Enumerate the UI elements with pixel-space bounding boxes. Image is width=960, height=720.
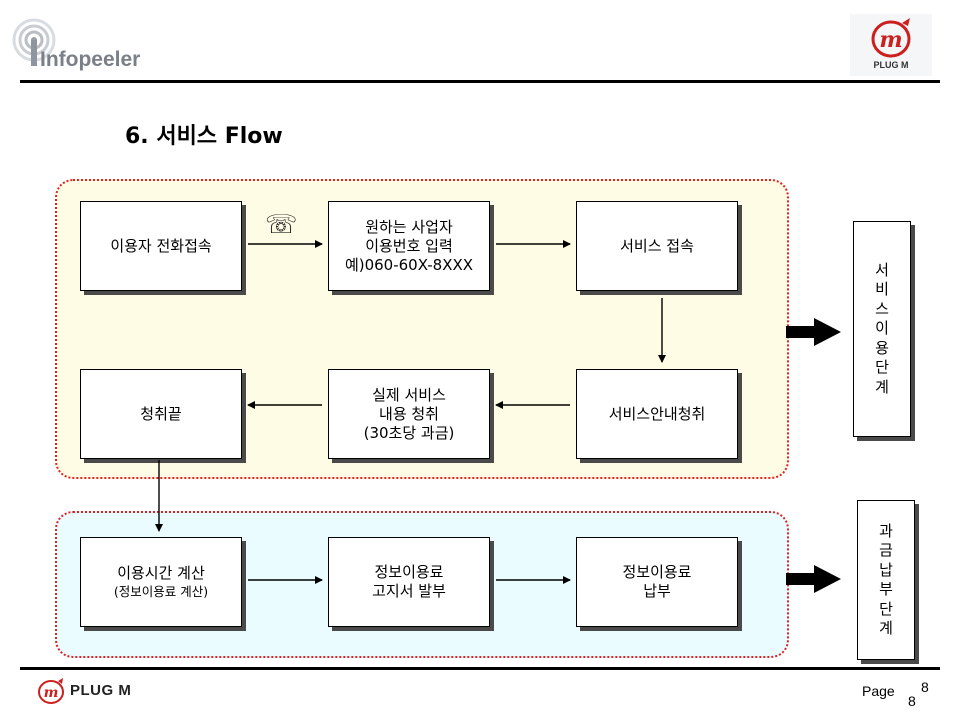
page-title: 6. 서비스 Flow bbox=[125, 124, 283, 149]
stage-arrow-bottom bbox=[786, 565, 841, 593]
actual-service-line3: (30초당 과금) bbox=[363, 423, 455, 442]
stage-char: 단 bbox=[875, 358, 889, 377]
stage-char: 부 bbox=[879, 580, 893, 598]
header-rule bbox=[20, 80, 940, 83]
right-logo-text: PLUG M bbox=[873, 60, 909, 70]
svg-text:m: m bbox=[879, 27, 902, 53]
billing-stage-box: 과 금 납 부 단 계 bbox=[857, 500, 915, 660]
page-number: 8 bbox=[908, 693, 916, 709]
infopeeler-logo: Infopeeler bbox=[10, 10, 150, 74]
service-connect-box: 서비스 접속 bbox=[576, 201, 738, 291]
end-listen-box: 청취끝 bbox=[80, 369, 242, 459]
plug-m-emblem-icon: m bbox=[38, 678, 64, 704]
stage-char: 단 bbox=[879, 599, 893, 618]
usage-time-box: 이용시간 계산 (정보이용료 계산) bbox=[80, 537, 242, 627]
user-call-label: 이용자 전화접속 bbox=[110, 236, 212, 255]
payment-box: 정보이용료 납부 bbox=[576, 537, 738, 627]
enter-number-line3: 예)060-60X-8XXX bbox=[344, 255, 474, 274]
actual-service-line2: 내용 청취 bbox=[379, 404, 439, 423]
stage-char: 스 bbox=[875, 299, 889, 318]
footer-logo: m PLUG M bbox=[36, 676, 156, 708]
service-guide-label: 서비스안내청취 bbox=[608, 404, 706, 423]
stage-char: 이 bbox=[875, 319, 889, 338]
stage-char: 납 bbox=[879, 560, 893, 579]
svg-text:m: m bbox=[44, 685, 59, 701]
enter-number-line1: 원하는 사업자 bbox=[365, 217, 453, 236]
page-number: 8 bbox=[921, 679, 929, 695]
telephone-icon: ☏ bbox=[265, 210, 298, 240]
actual-service-line1: 실제 서비스 bbox=[372, 385, 446, 404]
service-use-stage-box: 서 비 스 이 용 단 계 bbox=[853, 221, 911, 437]
footer-rule bbox=[20, 667, 940, 670]
actual-service-box: 실제 서비스 내용 청취 (30초당 과금) bbox=[328, 369, 490, 459]
page-label: Page bbox=[862, 683, 895, 699]
payment-line1: 정보이용료 bbox=[622, 563, 692, 581]
bill-issue-line2: 고지서 발부 bbox=[372, 582, 446, 600]
stage-char: 서 bbox=[875, 260, 889, 279]
stage-char: 비 bbox=[875, 280, 889, 299]
footer-logo-text: PLUG M bbox=[70, 682, 132, 699]
stage-char: 과 bbox=[879, 521, 893, 540]
user-call-box: 이용자 전화접속 bbox=[80, 201, 242, 291]
signal-icon bbox=[12, 18, 56, 66]
enter-number-box: 원하는 사업자 이용번호 입력 예)060-60X-8XXX bbox=[328, 201, 490, 291]
stage-char: 계 bbox=[879, 619, 893, 637]
stage-arrow-top bbox=[786, 318, 841, 346]
end-listen-label: 청취끝 bbox=[140, 404, 182, 423]
payment-line2: 납부 bbox=[643, 582, 671, 600]
stage-char: 금 bbox=[879, 541, 893, 559]
service-connect-label: 서비스 접속 bbox=[620, 236, 694, 255]
left-logo-text: Infopeeler bbox=[40, 48, 141, 71]
bill-issue-line1: 정보이용료 bbox=[374, 563, 444, 581]
usage-time-line2: (정보이용료 계산) bbox=[113, 584, 209, 599]
usage-time-line1: 이용시간 계산 bbox=[117, 564, 205, 582]
stage-char: 용 bbox=[875, 338, 889, 357]
bill-issue-box: 정보이용료 고지서 발부 bbox=[328, 537, 490, 627]
enter-number-line2: 이용번호 입력 bbox=[365, 236, 453, 255]
service-guide-box: 서비스안내청취 bbox=[576, 369, 738, 459]
stage-char: 계 bbox=[875, 377, 889, 396]
plug-m-logo: m PLUG M bbox=[850, 14, 932, 76]
plug-m-emblem-icon: m bbox=[871, 18, 911, 58]
